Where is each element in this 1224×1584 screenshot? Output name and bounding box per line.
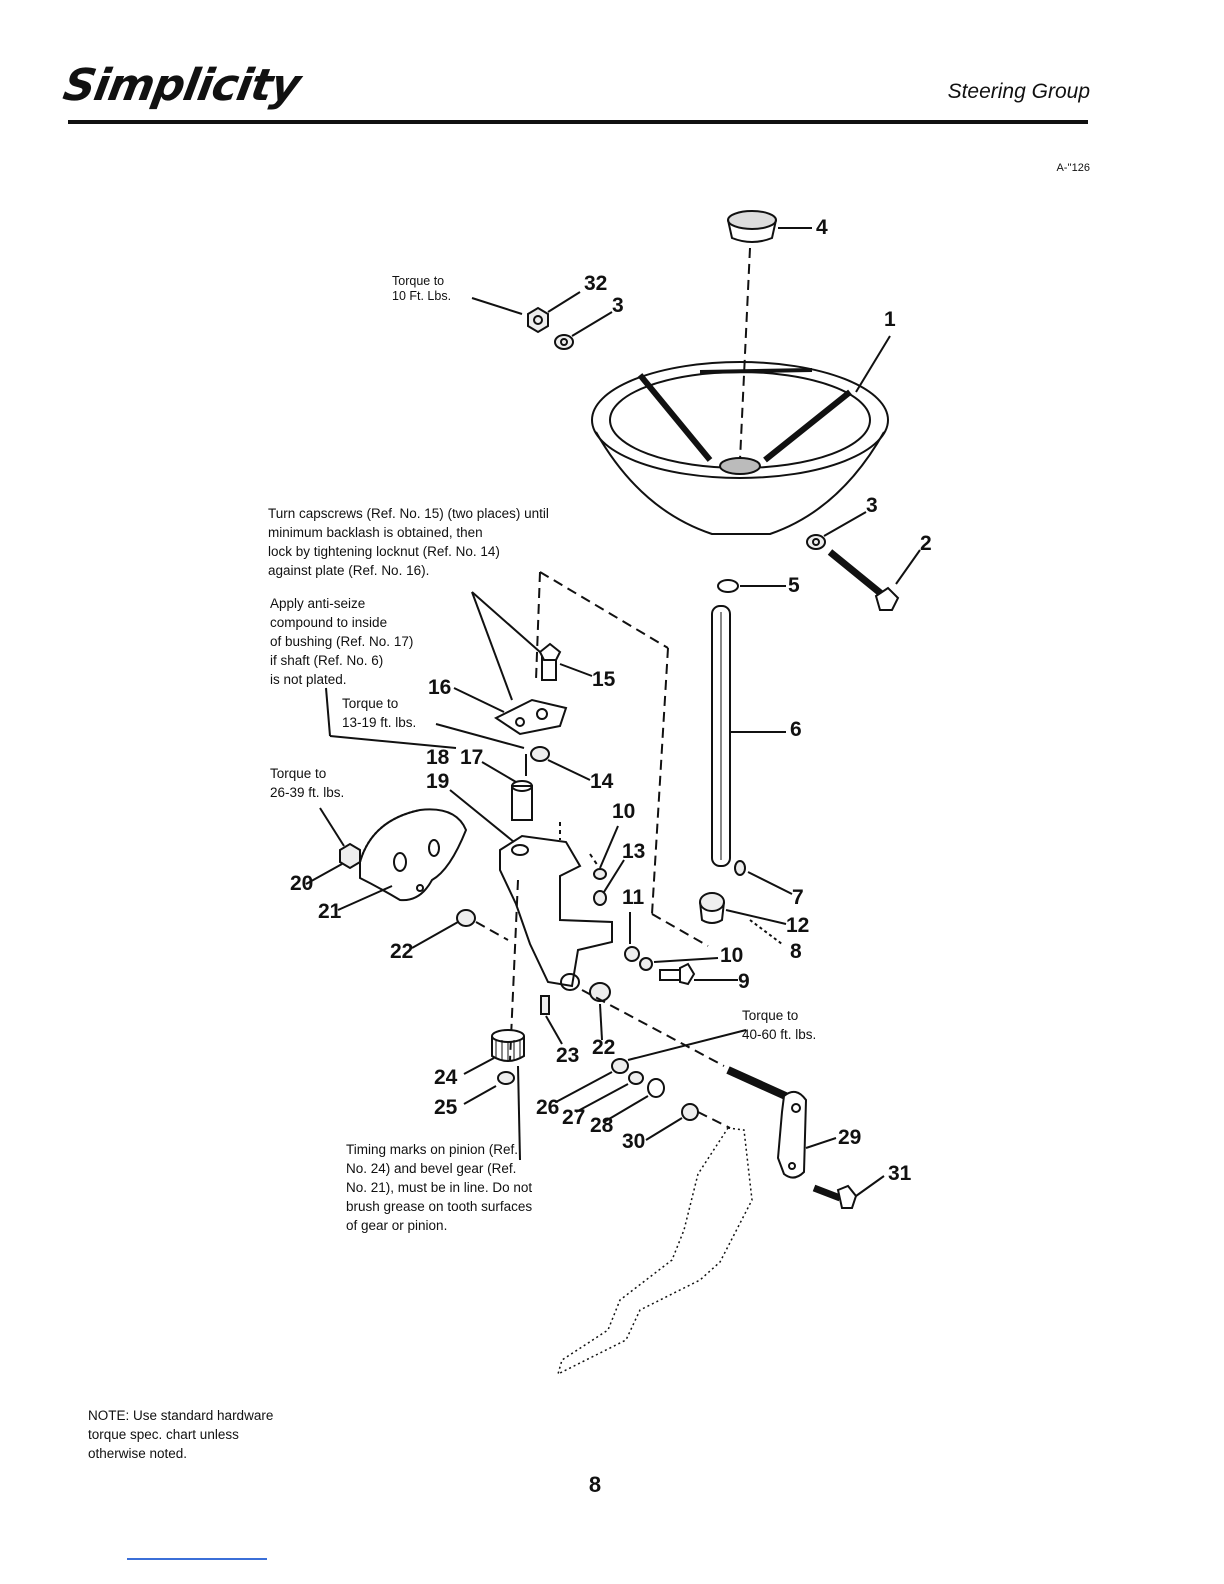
header-rule — [68, 120, 1088, 124]
part-6-shaft — [711, 605, 786, 867]
callout-10-upper: 10 — [612, 800, 636, 823]
part-25-nut — [497, 1071, 515, 1085]
callout-14: 14 — [590, 770, 614, 793]
part-13-bolt — [593, 890, 607, 906]
part-20-nut — [339, 842, 361, 870]
linkage-outline — [556, 1127, 753, 1376]
callout-15: 15 — [592, 668, 616, 691]
callout-5: 5 — [788, 574, 800, 597]
callout-19: 19 — [426, 770, 450, 793]
part-3-washer-top — [554, 334, 574, 350]
part-27-washer — [628, 1071, 644, 1085]
callout-30: 30 — [622, 1130, 646, 1153]
callout-12: 12 — [786, 914, 810, 937]
part-22-bushing-right — [589, 982, 611, 1002]
part-24-pinion — [491, 1029, 525, 1062]
callout-25: 25 — [434, 1096, 458, 1119]
callout-1: 1 — [884, 308, 896, 331]
callout-3: 3 — [612, 294, 624, 317]
callout-6: 6 — [790, 718, 802, 741]
part-3-washer-right — [806, 534, 826, 550]
part-5-clip — [717, 579, 739, 593]
part-26-nut — [611, 1058, 629, 1074]
callout-8: 8 — [790, 940, 802, 963]
part-11-washer — [624, 946, 640, 962]
footer-note: NOTE: Use standard hardware torque spec.… — [88, 1408, 274, 1461]
callout-13: 13 — [622, 840, 646, 863]
part-14-locknut — [530, 746, 550, 762]
figure-code: A-''126 — [1056, 162, 1090, 174]
callout-31: 31 — [888, 1162, 912, 1185]
callout-10-lower: 10 — [720, 944, 744, 967]
callout-2: 2 — [920, 532, 932, 555]
callout-16: 16 — [428, 676, 452, 699]
callout-20: 20 — [290, 872, 314, 895]
callout-11: 11 — [622, 886, 645, 909]
note-torque-26: Torque to 40-60 ft. lbs. — [742, 1008, 817, 1042]
part-1-steering-wheel — [591, 335, 891, 535]
note-torque-32: Torque to 10 Ft. Lbs. — [392, 274, 452, 303]
callout-23: 23 — [556, 1044, 580, 1067]
note-timing-marks: Timing marks on pinion (Ref. No. 24) and… — [346, 1142, 533, 1233]
part-12-collar — [699, 892, 725, 924]
part-28-washer — [647, 1078, 665, 1098]
callout-7: 7 — [792, 886, 804, 909]
callout-17: 17 — [460, 746, 484, 769]
callout-9: 9 — [738, 970, 750, 993]
part-10-washer-upper — [593, 868, 607, 880]
footer-link-line — [127, 1558, 267, 1560]
callout-22-right: 22 — [592, 1036, 616, 1059]
part-8-pin — [749, 919, 783, 945]
callout-29: 29 — [838, 1126, 862, 1149]
callout-22-left: 22 — [390, 940, 414, 963]
part-29-steering-arm — [726, 1066, 808, 1179]
note-anti-seize: Apply anti-seize compound to inside of b… — [270, 596, 414, 687]
part-17-bushing — [511, 780, 533, 821]
part-16-plate — [494, 698, 568, 736]
callout-18: 18 — [426, 746, 450, 769]
callout-4: 4 — [816, 216, 828, 239]
callout-24: 24 — [434, 1066, 458, 1089]
part-21-bevel-gear — [359, 808, 468, 902]
part-4-cap — [727, 210, 812, 243]
note-torque-14: Torque to 13-19 ft. lbs. — [342, 696, 417, 730]
part-9-bolt — [659, 962, 696, 986]
callout-32: 32 — [584, 272, 608, 295]
part-7-key — [734, 860, 746, 876]
part-10-washer-lower — [639, 957, 653, 971]
part-22-bushing-left — [456, 909, 476, 927]
note-capscrews: Turn capscrews (Ref. No. 15) (two places… — [268, 506, 549, 578]
callout-28: 28 — [590, 1114, 614, 1137]
callout-26: 26 — [536, 1096, 560, 1119]
note-torque-20: Torque to 26-39 ft. lbs. — [270, 766, 345, 800]
part-31-bolt — [812, 1184, 858, 1209]
part-23-fitting — [540, 995, 550, 1015]
part-15-capscrew — [538, 642, 562, 681]
section-title: Steering Group — [947, 80, 1090, 103]
part-32-nut — [527, 306, 549, 334]
part-19-bracket — [499, 834, 613, 991]
page-number: 8 — [588, 1472, 602, 1497]
part-2-bolt — [827, 549, 921, 611]
callout-3-right: 3 — [866, 494, 878, 517]
part-30-bushing — [681, 1103, 699, 1121]
callout-27: 27 — [562, 1106, 586, 1129]
callout-21: 21 — [318, 900, 342, 923]
